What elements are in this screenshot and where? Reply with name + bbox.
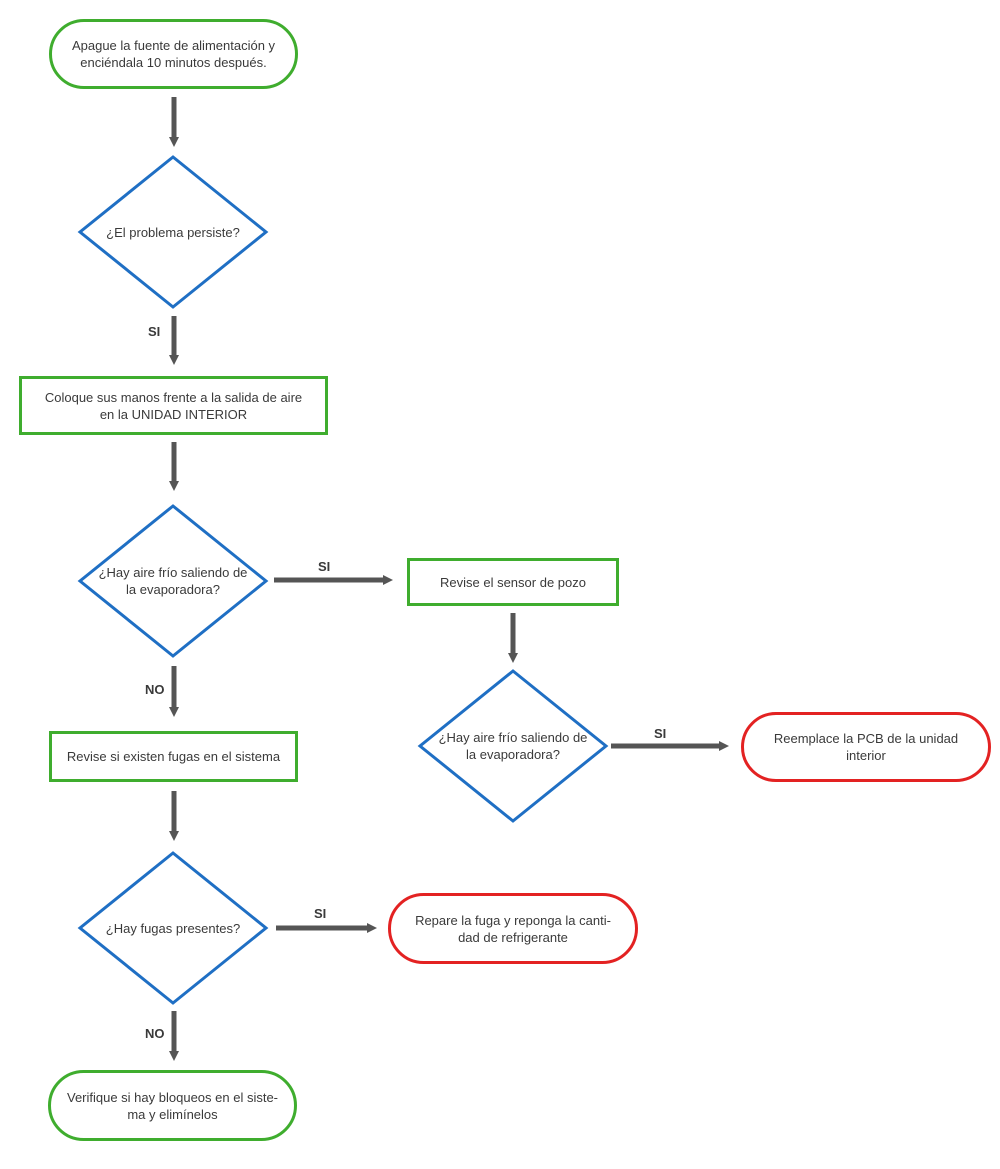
process-sensor: Revise el sensor de pozo [407,558,619,606]
terminal-pcb-text: Reemplace la PCB de la unidad interior [773,731,959,763]
edge-label-si: SI [318,559,331,574]
decision-diamond-fugas [77,851,269,1005]
process-fugas-text: Revise si existen fugas en el sistema [66,749,281,764]
terminal-bloqueos: Verifique si hay bloqueos en el siste-ma… [48,1070,297,1141]
edge-label-no: NO [145,682,165,697]
start-terminal-text: Apague la fuente de alimentación y encié… [71,38,276,70]
process-sensor-text: Revise el sensor de pozo [440,574,586,590]
decision-diamond-aire-2 [417,669,609,823]
decision-persiste-text: ¿El problema persiste? [106,224,240,240]
decision-diamond-persiste [77,155,269,309]
process-manos: Coloque sus manos frente a la salida de … [19,376,328,435]
decision-aire-1-text: ¿Hay aire frío saliendo de la evaporador… [98,565,248,597]
terminal-repare-text: Repare la fuga y reponga la canti-dad de… [415,912,611,945]
decision-aire-2-text: ¿Hay aire frío saliendo de la evaporador… [438,730,588,762]
terminal-bloqueos-text: Verifique si hay bloqueos en el siste-ma… [66,1089,278,1122]
process-manos-text: Coloque sus manos frente a la salida de … [44,389,303,422]
decision-fugas-text: ¿Hay fugas presentes? [105,920,241,936]
edge-label-si: SI [148,324,161,339]
edge-label-no: NO [145,1026,165,1041]
process-fugas: Revise si existen fugas en el sistema [49,731,298,782]
terminal-pcb: Reemplace la PCB de la unidad interior [741,712,991,782]
start-terminal: Apague la fuente de alimentación y encié… [49,19,298,89]
edge-label-si: SI [314,906,327,921]
edge-label-si: SI [654,726,667,741]
decision-diamond-aire-1 [77,504,269,658]
terminal-repare: Repare la fuga y reponga la canti-dad de… [388,893,638,964]
